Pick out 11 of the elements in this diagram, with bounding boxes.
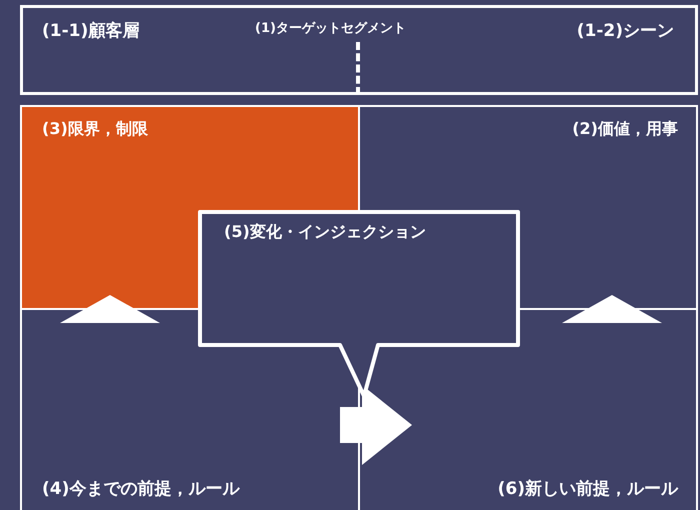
panel-heading: (1-1)顧客層	[42, 20, 140, 42]
panel-heading: (1-2)シーン	[576, 20, 674, 42]
panel-heading: (2)価値，用事	[572, 119, 678, 140]
arrow	[60, 295, 160, 323]
segment-band	[20, 5, 698, 95]
panel-heading: (3)限界，制限	[42, 119, 148, 140]
panel-heading: (4)今までの前提，ルール	[42, 478, 240, 500]
panel-heading: (6)新しい前提，ルール	[498, 478, 678, 500]
panel-heading: (1)ターゲットセグメント	[255, 20, 406, 37]
panel-heading: (5)変化・インジェクション	[224, 222, 426, 243]
arrow	[562, 295, 662, 323]
